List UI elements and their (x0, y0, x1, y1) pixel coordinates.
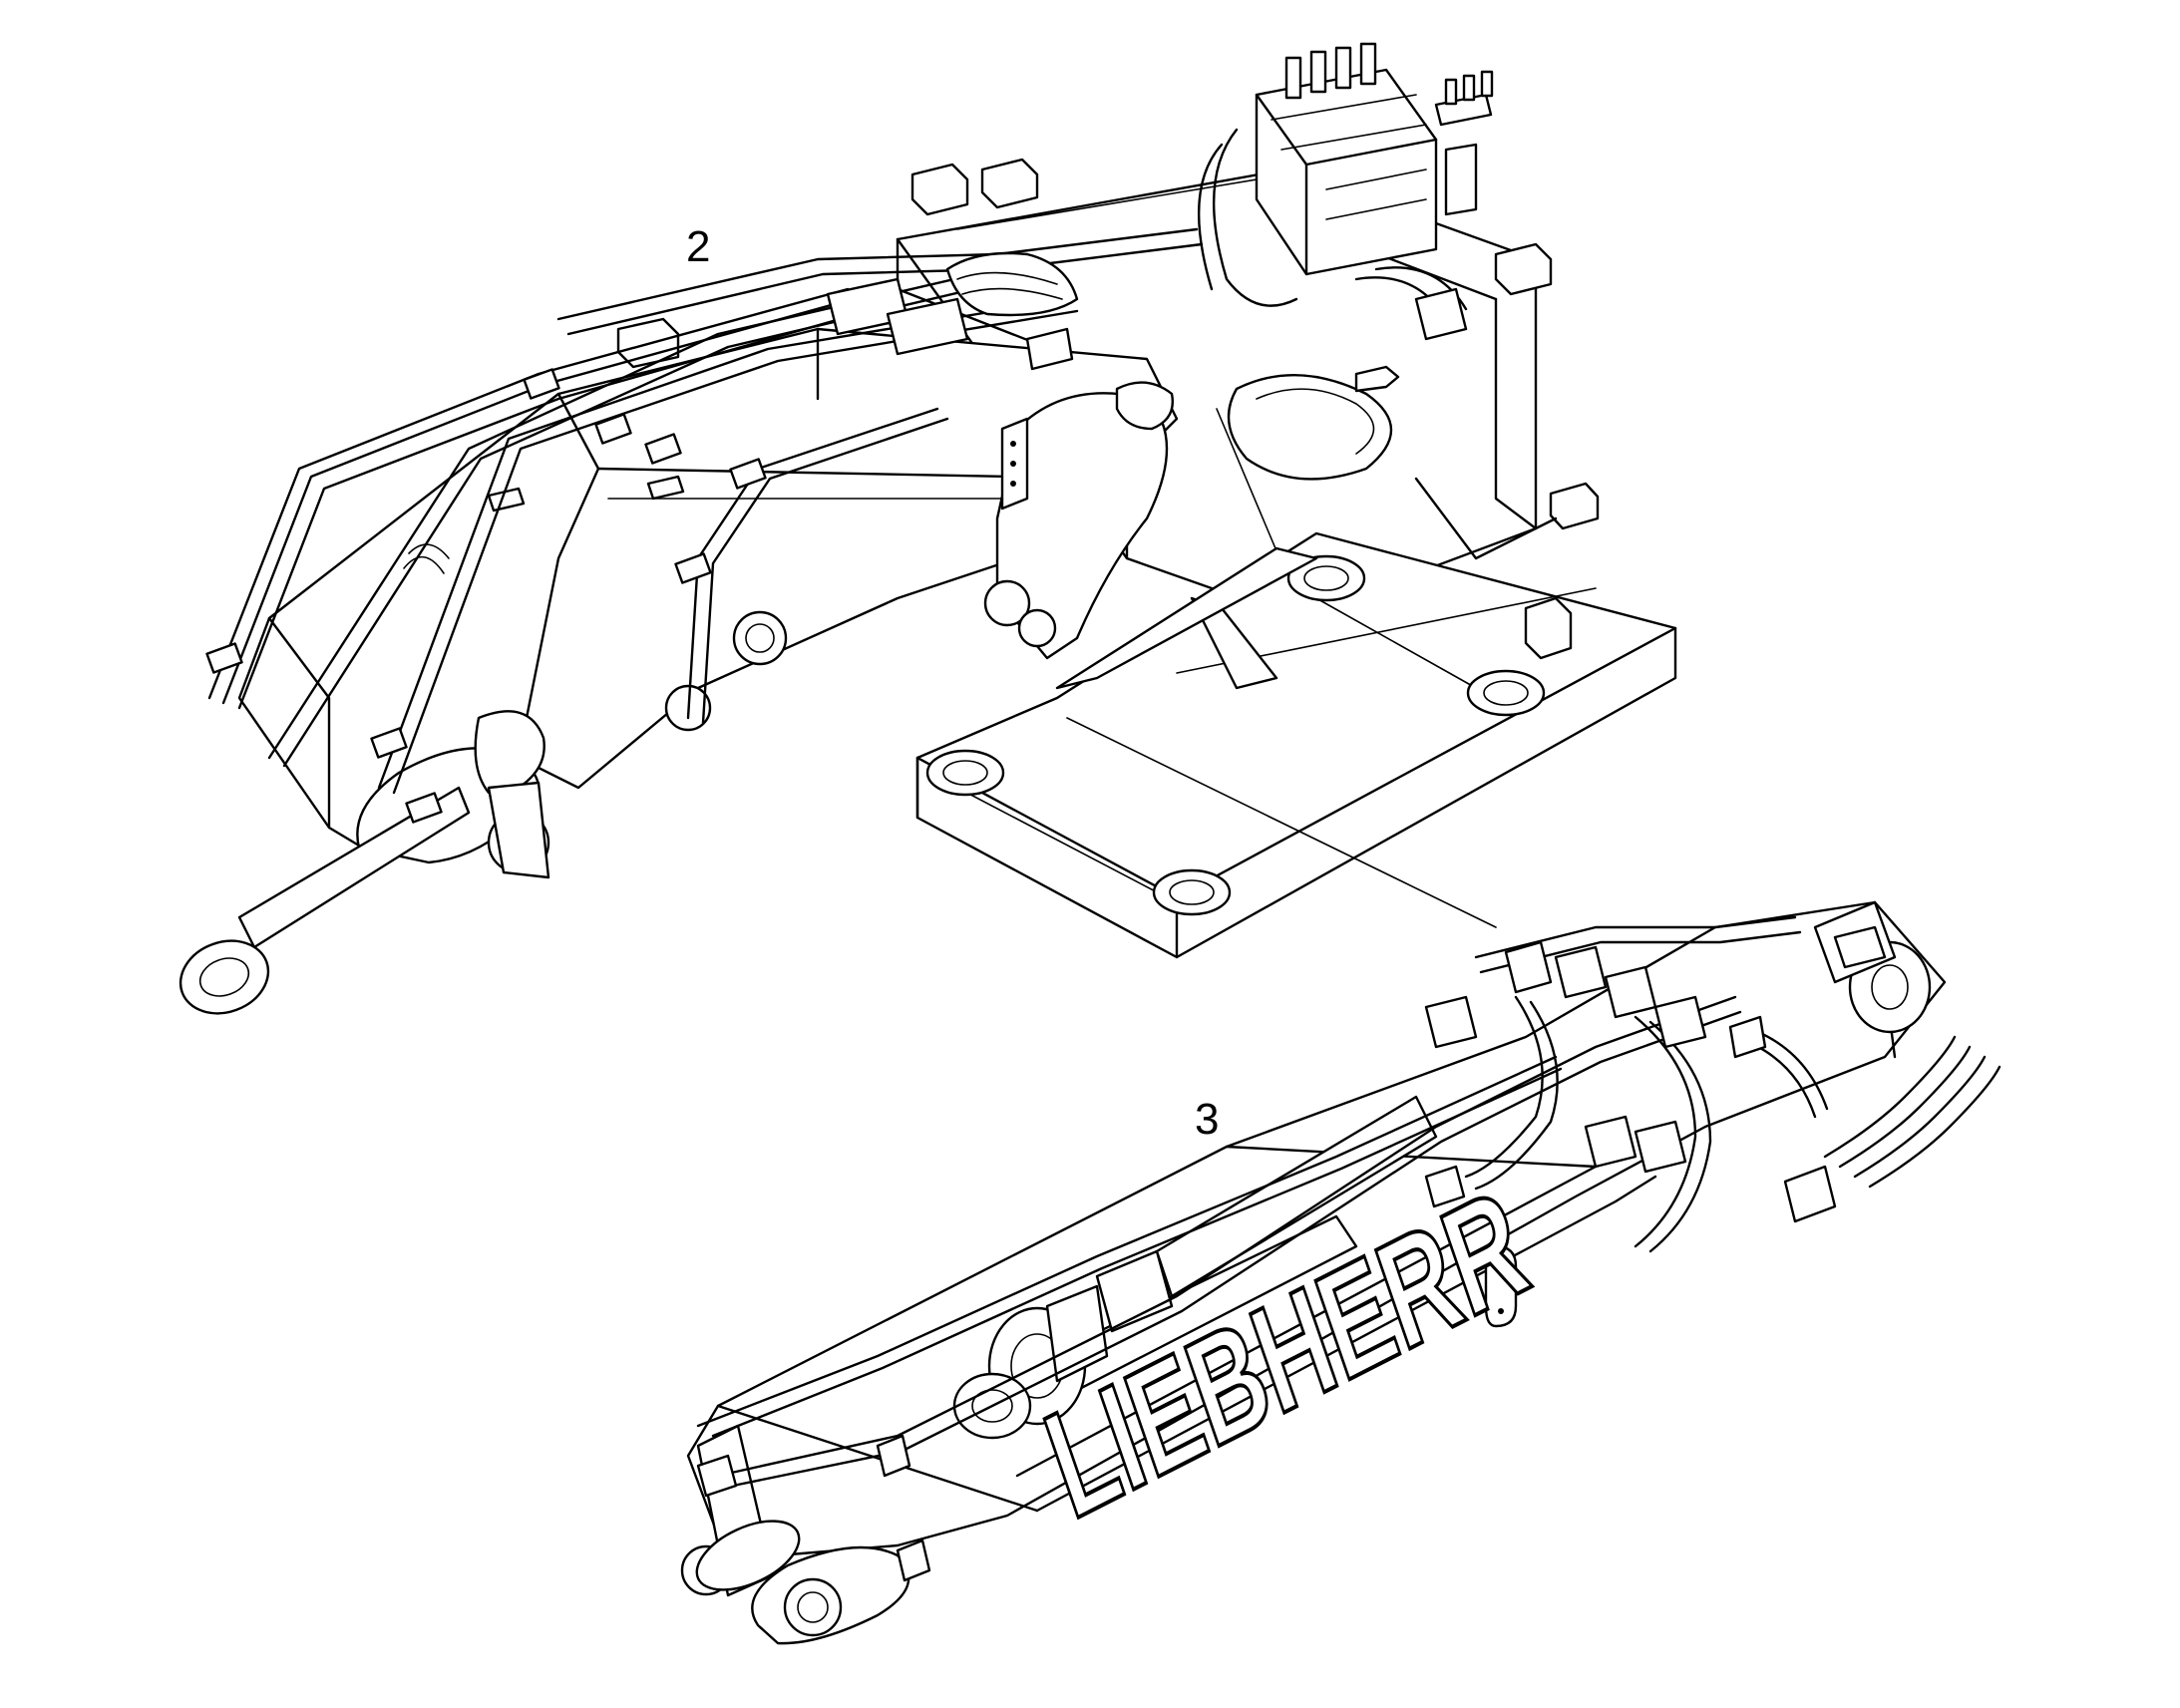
control-valve-block (1198, 42, 1494, 341)
callout-3: 3 (1195, 1095, 1219, 1144)
stick-hydraulic-lines (696, 915, 2001, 1582)
stick-assembly: LIEBHERR 3 (680, 900, 2001, 1645)
boom (179, 327, 1179, 1015)
uppercarriage-boom-assembly: 2 (179, 42, 1677, 1015)
callout-2: 2 (686, 222, 710, 271)
lower-frame (915, 531, 1677, 959)
boom-hydraulic-lines (205, 227, 1204, 824)
